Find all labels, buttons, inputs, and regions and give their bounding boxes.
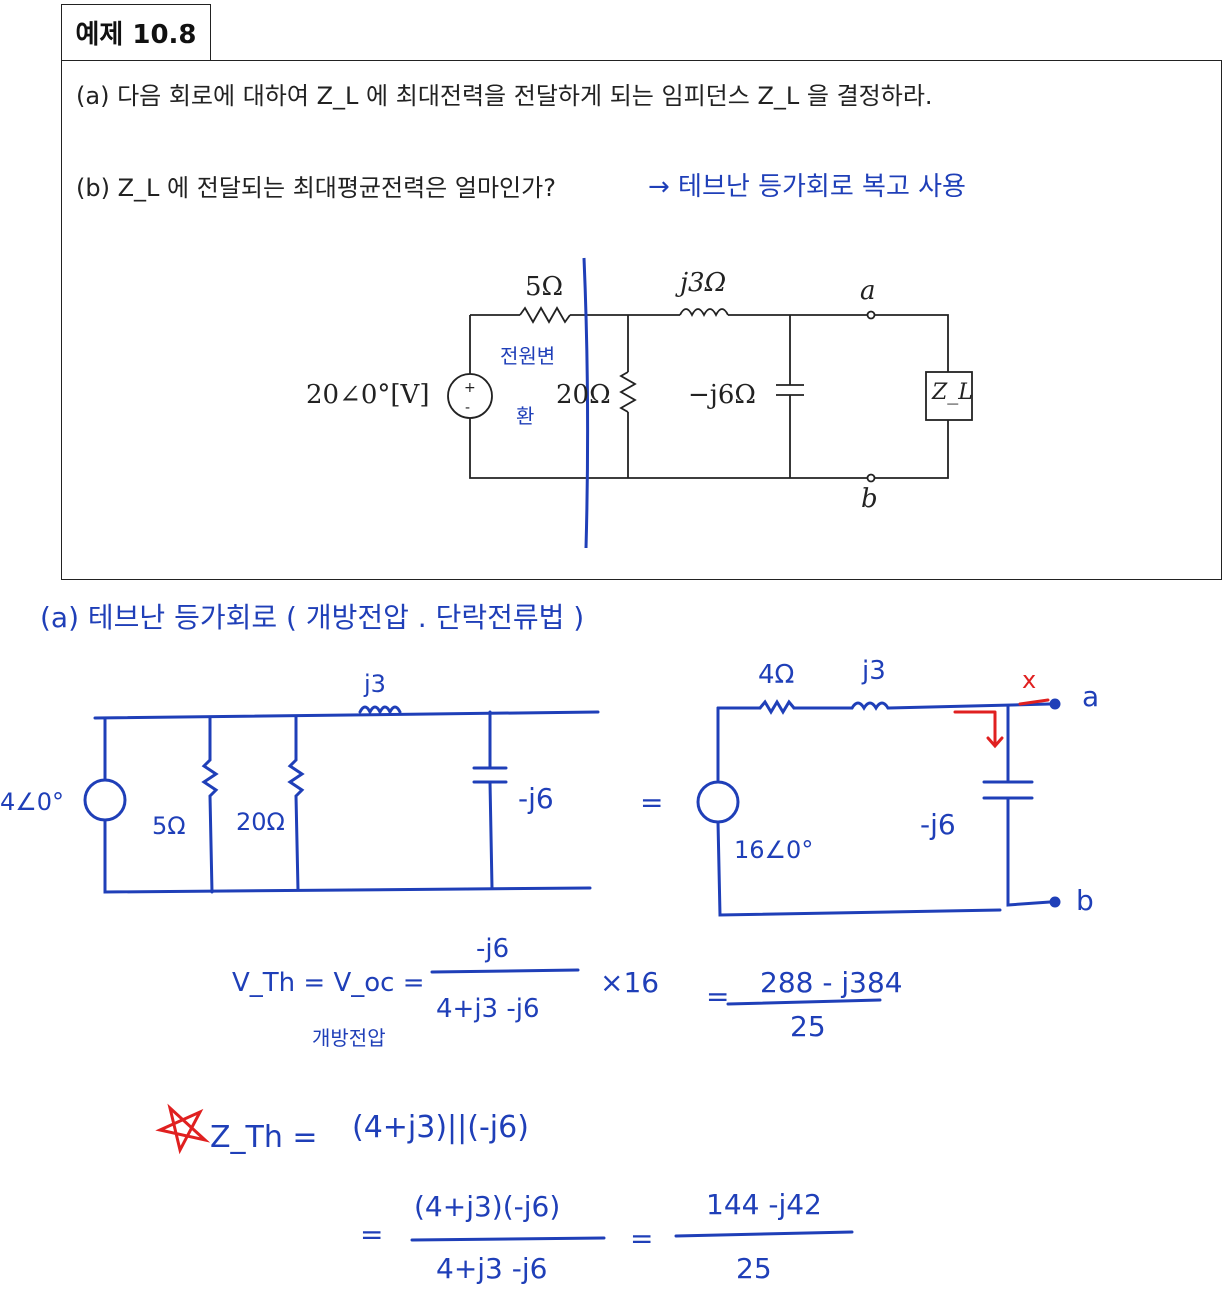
label-source: 20∠0°[V] [306, 380, 430, 410]
label-node-a: a [860, 276, 876, 306]
right-node-a: a [1082, 680, 1100, 713]
resistor-5ohm [519, 306, 571, 324]
zth-den: 4+j3 -j6 [436, 1252, 548, 1285]
vth-numerator: -j6 [476, 934, 510, 964]
label-r1: 5Ω [525, 272, 564, 302]
zth-equals: = [360, 1218, 384, 1251]
mark-x: x [1022, 666, 1037, 694]
note-convert-1: 전원변 [500, 344, 556, 368]
problem-part-b: (b) Z_L 에 전달되는 최대평균전력은 얼마인가? [76, 174, 556, 202]
right-c-label: -j6 [920, 808, 956, 841]
right-l-label: j3 [862, 656, 886, 686]
zth-expr: (4+j3)||(-j6) [352, 1110, 529, 1145]
right-node-b: b [1076, 884, 1094, 917]
vth-times: ×16 [600, 966, 660, 999]
problem-part-a: (a) 다음 회로에 대하여 Z_L 에 최대전력을 전달하게 되는 임피던스 … [76, 82, 933, 110]
solution-heading: (a) 테브난 등가회로 ( 개방전압 . 단락전류법 ) [40, 601, 585, 634]
vth-result-den: 25 [790, 1010, 826, 1043]
vth-result-num: 288 - j384 [760, 966, 903, 999]
vth-caption: 개방전압 [312, 1026, 386, 1050]
label-c1: −j6Ω [688, 380, 756, 410]
highlight-star-icon [155, 1103, 211, 1155]
right-r-label: 4Ω [758, 660, 795, 690]
equals-sign: = [640, 786, 664, 819]
vth-equals: = [706, 980, 730, 1013]
voltage-source-16-icon [696, 780, 740, 824]
svg-text:-: - [465, 400, 470, 416]
zth-result-den: 25 [736, 1252, 772, 1285]
problem-box [61, 60, 1222, 580]
zth-equals-2: = [630, 1222, 654, 1255]
label-r2: 20Ω [556, 380, 611, 410]
label-l1: j3Ω [680, 268, 727, 298]
inductor-j3 [679, 308, 729, 318]
capacitor-j6 [776, 384, 804, 396]
load-box [925, 371, 973, 421]
zth-num: (4+j3)(-j6) [414, 1190, 561, 1223]
vth-denominator: 4+j3 -j6 [436, 994, 540, 1024]
voltage-source-icon [447, 373, 493, 419]
example-title: 예제 10.8 [61, 4, 211, 60]
zth-result-num: 144 -j42 [706, 1188, 822, 1221]
label-load: Z_L [932, 380, 973, 405]
note-thevenin: → 테브난 등가회로 복고 사용 [648, 172, 966, 202]
left-l-label: j3 [364, 670, 386, 698]
left-r5-label: 5Ω [152, 812, 186, 840]
left-source-label: 4∠0° [0, 788, 65, 816]
zth-lhs: Z_Th = [210, 1120, 318, 1155]
left-c-label: -j6 [518, 782, 554, 815]
left-r20-label: 20Ω [236, 808, 285, 836]
note-convert-2: 환 [516, 404, 535, 428]
vth-lhs: V_Th = V_oc = [232, 968, 425, 998]
svg-text:+: + [464, 380, 476, 396]
right-source-label: 16∠0° [734, 836, 814, 864]
current-source-icon [83, 778, 127, 822]
resistor-20ohm [619, 371, 637, 413]
label-node-b: b [861, 484, 878, 514]
